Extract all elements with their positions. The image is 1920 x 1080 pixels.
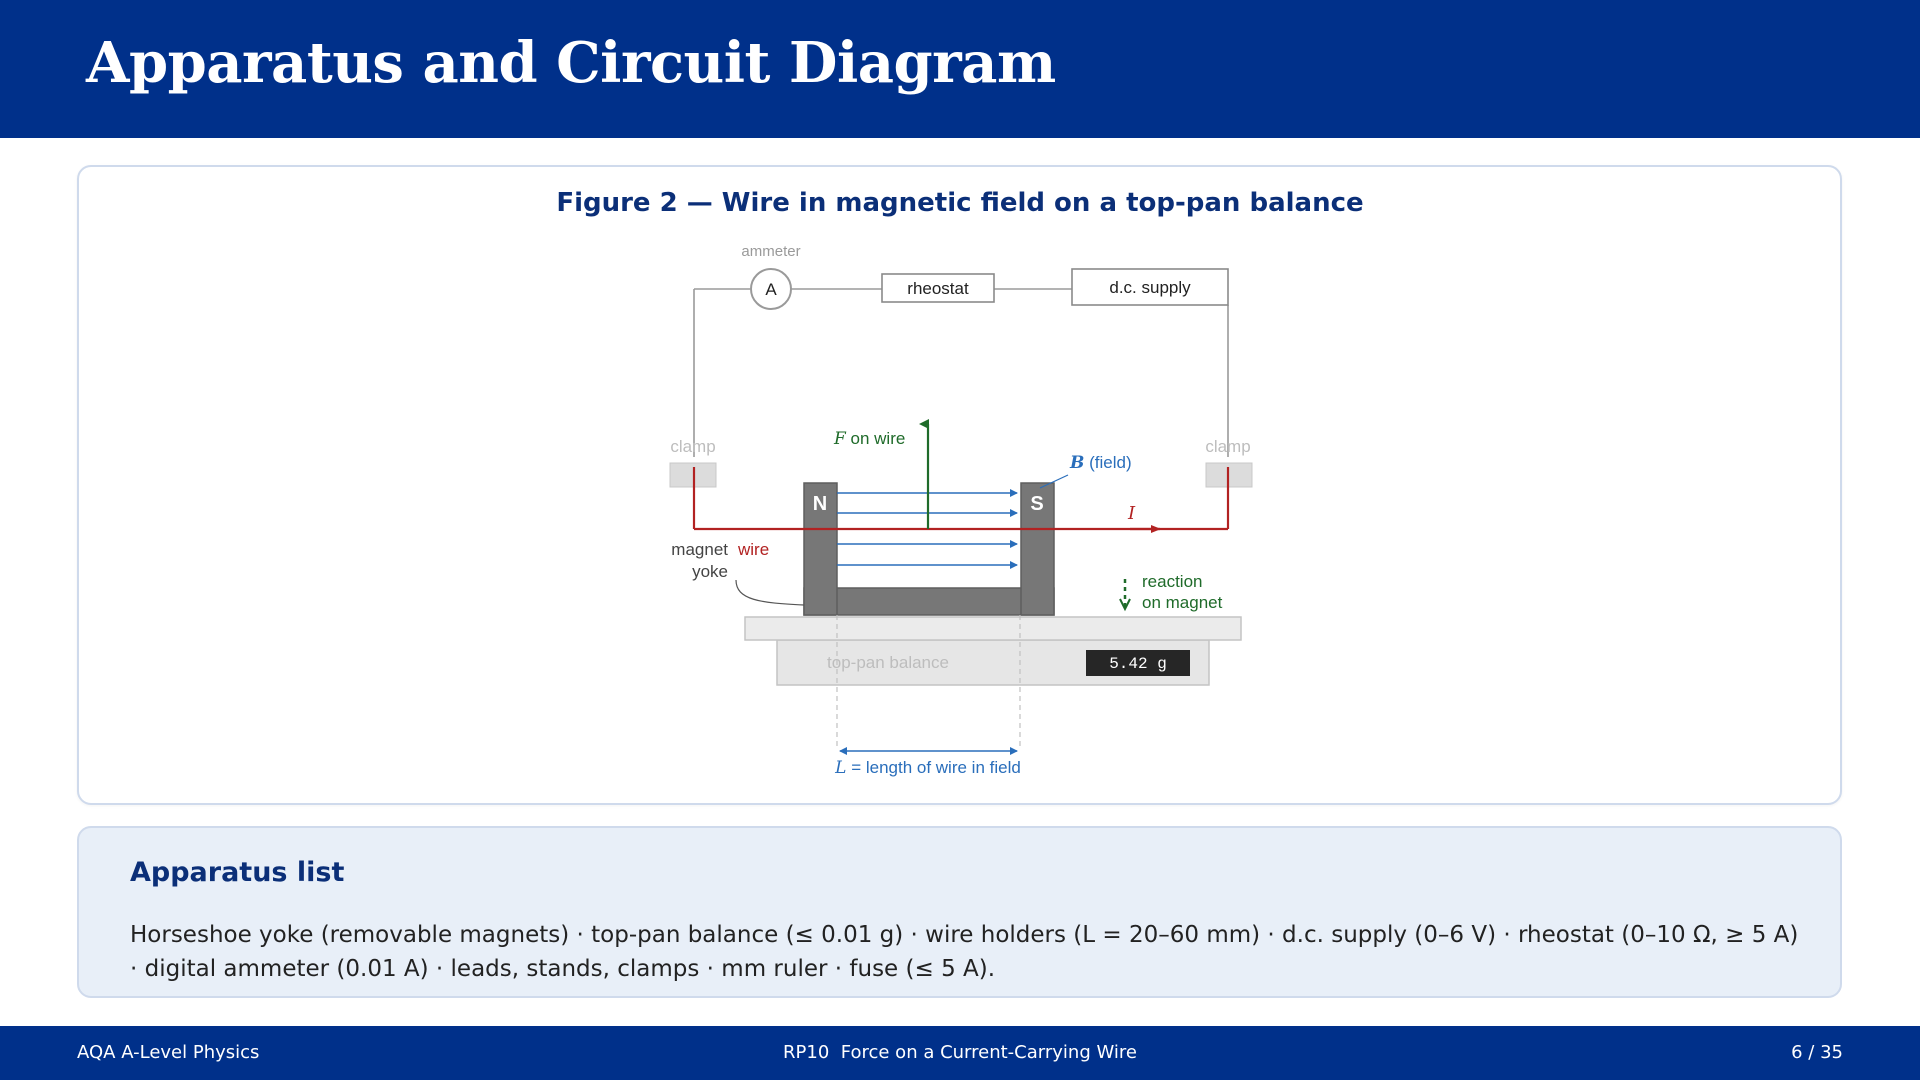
circuit-loop [693,288,1229,457]
footer-topic: RP10 Force on a Current-Carrying Wire [783,1042,1137,1063]
magnet-yoke-label-line1: magnet [671,540,728,559]
apparatus-list: Horseshoe yoke (removable magnets) · top… [130,922,1799,982]
pole-s: S [1030,493,1043,515]
field-label: B (field) [1069,453,1132,473]
magnet-yoke-label-line2: yoke [692,562,728,581]
title-bar: Apparatus and Circuit Diagram [0,0,1920,138]
clamp-left-label: clamp [670,437,715,456]
ammeter-caption: ammeter [741,243,800,260]
footer-bar: AQA A-Level Physics RP10 Force on a Curr… [0,1026,1920,1080]
figure-card [77,165,1842,805]
rheostat: rheostat [881,273,995,303]
field-pointer [1039,474,1069,489]
figure-title: Figure 2 — Wire in magnetic field on a t… [556,188,1364,218]
current-label: I [1127,503,1136,524]
length-guides [836,615,1021,750]
top-pan-balance: top-pan balance 5.42 g [744,616,1242,686]
ammeter: ammeter A [741,243,801,310]
balance-display [1086,650,1190,676]
circuit-diagram: ammeter A rheostat d.c. supply clamp cla… [669,243,1253,778]
reaction-label-line2: on magnet [1142,593,1223,612]
wire [692,467,1230,531]
reaction-arrow-head [1119,598,1131,612]
magnet-yoke: N S [803,482,1055,616]
force-label: F on wire [833,429,905,449]
apparatus-heading: Apparatus list [130,857,345,888]
dc-supply-label: d.c. supply [1109,278,1191,297]
ammeter-symbol: A [765,280,777,299]
slide-title: Apparatus and Circuit Diagram [86,30,1056,96]
yoke-pointer [735,579,805,606]
page-number: 6 / 35 [1791,1042,1843,1063]
rheostat-label: rheostat [907,279,969,298]
dc-supply: d.c. supply [1071,268,1229,306]
balance-label: top-pan balance [827,653,949,672]
clamp-right-label: clamp [1205,437,1250,456]
reaction-label-line1: reaction [1142,572,1202,591]
balance-reading: 5.42 g [1109,655,1167,673]
pole-n: N [813,493,827,515]
apparatus-card [77,826,1842,998]
length-label: L = length of wire in field [834,758,1021,778]
wire-label: wire [737,540,769,559]
footer-course: AQA A-Level Physics [77,1042,260,1063]
